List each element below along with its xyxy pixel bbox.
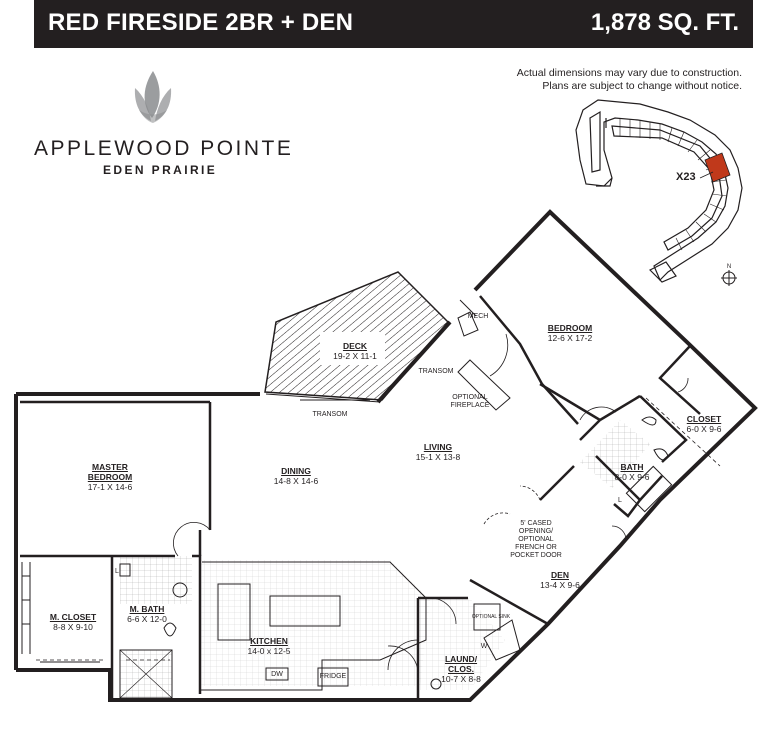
room-laundry: LAUND/ CLOS. 10-7 X 8-8 [441, 654, 481, 684]
room-bedroom-name: BEDROOM [547, 323, 593, 333]
room-dining-name: DINING [281, 466, 311, 476]
room-master-closet: M. CLOSET 8-8 X 9-10 [50, 612, 96, 632]
room-master-bedroom: MASTER BEDROOM 17-1 X 14-6 [88, 462, 132, 492]
note-dishwasher: DW [271, 671, 283, 678]
room-den: DEN 13-4 X 9-6 [540, 570, 580, 590]
note-linen-2: L [618, 497, 622, 504]
disclaimer: Actual dimensions may vary due to constr… [517, 67, 742, 93]
room-mbath-name: M. BATH [129, 604, 165, 614]
note-den-opening-3: OPTIONAL [518, 536, 554, 543]
title-banner: RED FIRESIDE 2BR + DEN 1,878 SQ. FT. [34, 0, 753, 48]
note-washer: W [480, 643, 488, 650]
room-kitchen-name: KITCHEN [250, 636, 288, 646]
leaf-logo-icon [134, 71, 172, 123]
note-linen-1: L [115, 568, 119, 575]
room-living-name: LIVING [423, 442, 453, 452]
room-laundry-name-1: LAUND/ [444, 654, 478, 664]
north-arrow-icon: N [721, 264, 737, 286]
room-laundry-dims: 10-7 X 8-8 [441, 674, 481, 684]
note-fridge: FRIDGE [319, 673, 347, 680]
room-master-bath: M. BATH 6-6 X 12-0 [127, 604, 167, 624]
room-bath-dims: 8-0 X 9-6 [614, 472, 650, 482]
note-mech: MECH [467, 313, 489, 320]
room-deck: DECK 19-2 X 11-1 [333, 341, 377, 361]
room-living: LIVING 15-1 X 13-8 [416, 442, 460, 462]
note-den-opening-2: OPENING/ [518, 528, 554, 535]
note-den-opening-1: 5' CASED [520, 520, 552, 527]
room-deck-dims: 19-2 X 11-1 [333, 351, 377, 361]
note-fireplace: OPTIONAL FIREPLACE [451, 394, 490, 410]
room-bath-name: BATH [620, 462, 644, 472]
note-den-opening-5: POCKET DOOR [510, 552, 562, 559]
note-fireplace-2: FIREPLACE [450, 402, 490, 409]
square-footage: 1,878 SQ. FT. [590, 9, 739, 36]
room-mcloset-dims: 8-8 X 9-10 [53, 622, 93, 632]
note-fireplace-1: OPTIONAL [452, 394, 488, 401]
room-closet: CLOSET 6-0 X 9-6 [687, 414, 722, 434]
note-transom-living: TRANSOM [418, 368, 454, 375]
disclaimer-line-1: Actual dimensions may vary due to constr… [516, 67, 742, 79]
room-master-dims: 17-1 X 14-6 [87, 482, 133, 492]
plan-title: RED FIRESIDE 2BR + DEN [48, 9, 354, 36]
svg-text:N: N [727, 264, 731, 270]
room-laundry-name-2: CLOS. [448, 664, 474, 674]
room-mcloset-name: M. CLOSET [49, 612, 97, 622]
note-transom-deck: TRANSOM [312, 411, 348, 418]
room-mbath-dims: 6-6 X 12-0 [127, 614, 167, 624]
note-optional-sink: OPTIONAL SINK [471, 614, 511, 620]
room-bedroom: BEDROOM 12-6 X 17-2 [548, 323, 592, 343]
room-master-name-2: BEDROOM [87, 472, 133, 482]
room-den-name: DEN [551, 570, 569, 580]
room-bath: BATH 8-0 X 9-6 [615, 462, 650, 482]
room-bedroom-dims: 12-6 X 17-2 [547, 333, 593, 343]
disclaimer-line-2: Plans are subject to change without noti… [542, 80, 742, 92]
brand-name: APPLEWOOD POINTE [34, 137, 294, 160]
room-living-dims: 15-1 X 13-8 [415, 452, 461, 462]
note-den-opening: 5' CASED OPENING/ OPTIONAL FRENCH OR POC… [510, 520, 562, 560]
room-deck-name: DECK [342, 341, 368, 351]
room-dining: DINING 14-8 X 14-6 [274, 466, 318, 486]
room-den-dims: 13-4 X 9-6 [540, 580, 580, 590]
unit-highlight [704, 152, 731, 183]
room-kitchen-dims: 14-0 x 12-5 [247, 646, 291, 656]
room-closet-dims: 6-0 X 9-6 [686, 424, 722, 434]
room-dining-dims: 14-8 X 14-6 [273, 476, 319, 486]
brand-city: EDEN PRAIRIE [103, 163, 218, 177]
key-plan-unit-label: X23 [676, 171, 696, 183]
note-den-opening-4: FRENCH OR [515, 544, 557, 551]
room-closet-name: CLOSET [686, 414, 722, 424]
room-kitchen: KITCHEN 14-0 x 12-5 [248, 636, 291, 656]
room-master-name-1: MASTER [92, 462, 128, 472]
